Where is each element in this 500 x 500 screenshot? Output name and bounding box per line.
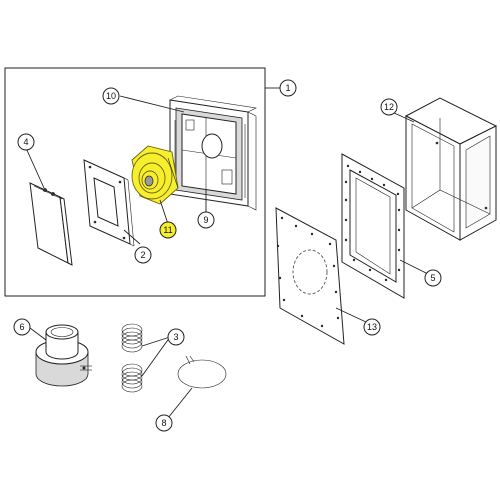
callout-label: 2	[140, 250, 145, 260]
callout-label: 5	[430, 273, 435, 283]
part-6-vent-collar	[35, 324, 92, 387]
callout-9: 9	[197, 211, 215, 229]
part-2-face-plate	[83, 159, 135, 247]
callout-4: 4	[17, 133, 35, 151]
callout-label: 8	[161, 418, 166, 428]
callout-label: 11	[163, 225, 172, 235]
part-8-wire-ring	[177, 355, 227, 389]
callout-label: 4	[23, 137, 28, 147]
callout-label: 12	[384, 102, 394, 112]
part-13-wall-plate	[275, 207, 345, 345]
callout-label: 6	[19, 322, 24, 332]
callout-5: 5	[424, 269, 442, 287]
callout-label: 10	[106, 91, 116, 101]
part-10-housing	[169, 95, 257, 211]
callout-8: 8	[155, 414, 173, 432]
callout-6: 6	[13, 318, 31, 336]
callout-label: 1	[285, 83, 290, 93]
assembly-boundary-box	[4, 67, 266, 297]
leader-lines	[25, 87, 429, 419]
callout-10: 10	[102, 87, 120, 105]
callout-3: 3	[167, 328, 185, 346]
callout-label: 13	[367, 322, 377, 332]
part-3-springs	[121, 323, 143, 393]
callout-11: 11	[159, 221, 177, 239]
callout-13: 13	[363, 318, 381, 336]
part-11-highlighted-component	[131, 145, 179, 205]
part-12-outer-box	[404, 97, 498, 241]
callout-1: 1	[279, 79, 297, 97]
part-5-flange-frame	[341, 153, 405, 299]
callout-2: 2	[134, 246, 152, 264]
callout-12: 12	[380, 98, 398, 116]
part-4-panel	[29, 182, 73, 266]
callout-label: 3	[173, 332, 178, 342]
callout-label: 9	[203, 215, 208, 225]
